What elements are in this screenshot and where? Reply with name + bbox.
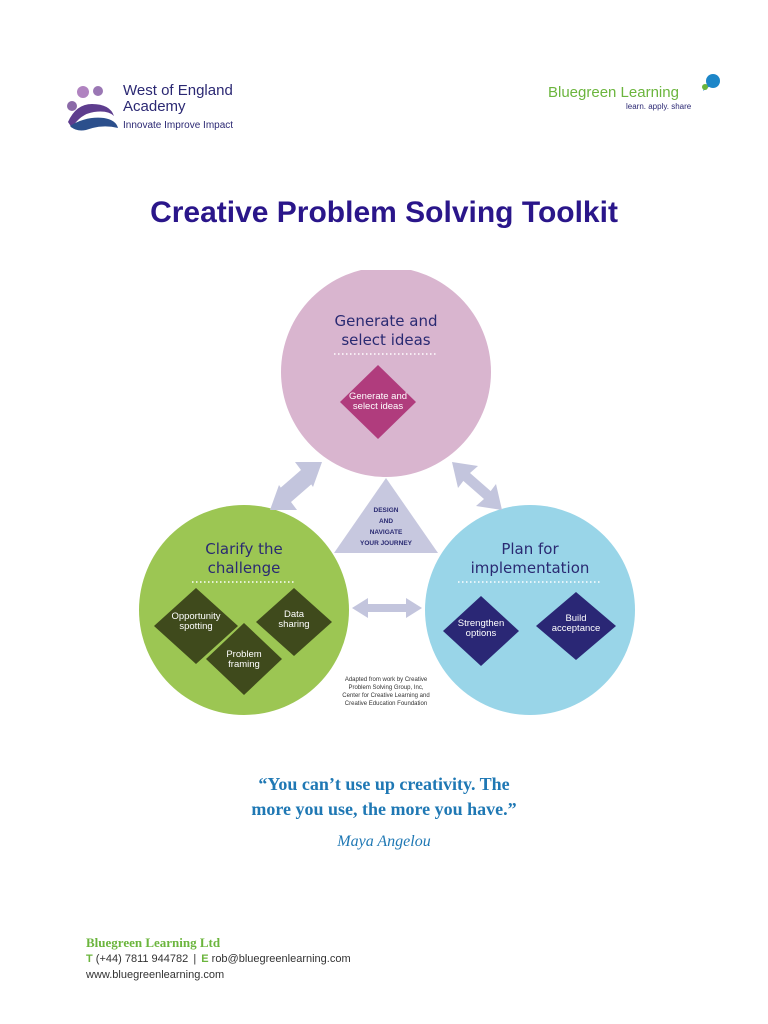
email-link[interactable]: rob@bluegreenlearning.com	[211, 953, 351, 965]
contact-separator: |	[193, 953, 197, 965]
academy-tagline: Innovate Improve Impact	[123, 120, 234, 131]
build-acceptance-label: Build acceptance	[538, 614, 614, 634]
email-key: E	[201, 953, 209, 965]
problem-framing-diamond	[206, 623, 282, 695]
arrow-right-diagonal	[452, 462, 502, 510]
attribution-line1: Adapted from work by Creative	[344, 677, 428, 683]
triangle-line3: NAVIGATE	[369, 529, 403, 536]
academy-name: West of England Academy Innovate Improve…	[123, 83, 233, 133]
quote-line2: more you use, the more you have.”	[251, 799, 517, 819]
data-sharing-line2: sharing	[278, 619, 310, 630]
data-sharing-line1: Data	[283, 609, 305, 620]
problem-framing-line1: Problem	[226, 649, 262, 660]
cps-diagram: Generate and select ideas Clarify the ch…	[0, 270, 768, 720]
clarify-title: Clarify the challenge	[164, 540, 324, 578]
problem-framing-label: Problem framing	[208, 650, 280, 670]
academy-name-line2: Academy	[123, 98, 186, 115]
plan-title-line1: Plan for	[501, 540, 559, 558]
footer: Bluegreen Learning Ltd T (+44) 7811 9447…	[86, 935, 351, 983]
opportunity-line2: spotting	[179, 621, 213, 632]
build-acceptance-diamond	[536, 592, 616, 660]
opportunity-diamond	[154, 588, 238, 664]
triangle-line2: AND	[378, 518, 394, 525]
attribution-line4: Creative Education Foundation	[344, 701, 428, 707]
bluegreen-logo: Bluegreen Learning learn. apply. share	[548, 84, 691, 112]
footer-company: Bluegreen Learning Ltd	[86, 935, 221, 950]
strengthen-label: Strengthen options	[445, 619, 517, 639]
generate-diamond	[340, 365, 416, 439]
quote-author: Maya Angelou	[337, 833, 431, 850]
page-title: Creative Problem Solving Toolkit	[150, 196, 618, 229]
build-acceptance-line1: Build	[565, 613, 587, 624]
quote: “You can’t use up creativity. The more y…	[0, 772, 768, 822]
academy-name-line1: West of England	[123, 82, 233, 99]
generate-diamond-line2: select ideas	[352, 401, 404, 412]
data-sharing-diamond	[256, 588, 332, 656]
data-sharing-label: Data sharing	[258, 610, 330, 630]
quote-line1: “You can’t use up creativity. The	[258, 774, 510, 794]
build-acceptance-line2: acceptance	[551, 623, 601, 634]
arrow-left-diagonal	[270, 462, 322, 510]
strengthen-diamond	[443, 596, 519, 666]
strengthen-line2: options	[465, 628, 497, 639]
generate-diamond-line1: Generate and	[348, 391, 408, 402]
center-triangle	[334, 478, 438, 553]
diagram-shapes	[139, 270, 635, 715]
generate-diamond-label: Generate and select ideas	[338, 392, 418, 412]
speech-bubble-icon	[700, 72, 722, 94]
triangle-line4: YOUR JOURNEY	[359, 540, 412, 547]
bluegreen-tagline: learn. apply. share	[626, 102, 692, 111]
clarify-title-line1: Clarify the	[205, 540, 283, 558]
phone-key: T	[86, 953, 93, 965]
attribution-line2: Problem Solving Group, Inc,	[348, 685, 424, 691]
footer-contact: T (+44) 7811 944782 | E rob@bluegreenlea…	[86, 951, 351, 967]
triangle-line1: DESIGN	[373, 507, 399, 514]
plan-circle	[425, 505, 635, 715]
problem-framing-line2: framing	[228, 659, 260, 670]
generate-title-line2: select ideas	[341, 331, 431, 349]
academy-logo	[62, 80, 120, 134]
plan-title: Plan for implementation	[440, 540, 620, 578]
attribution-line3: Center for Creative Learning and	[342, 693, 430, 699]
phone-number: (+44) 7811 944782	[95, 953, 189, 965]
generate-title: Generate and select ideas	[306, 312, 466, 350]
arrow-horizontal	[352, 598, 422, 618]
clarify-circle	[139, 505, 349, 715]
website-link[interactable]: www.bluegreenlearning.com	[86, 969, 225, 981]
triangle-label: DESIGN AND NAVIGATE YOUR JOURNEY	[346, 505, 426, 549]
opportunity-line1: Opportunity	[171, 611, 221, 622]
generate-title-line1: Generate and	[334, 312, 438, 330]
bluegreen-name: Bluegreen Learning	[548, 84, 679, 101]
attribution: Adapted from work by Creative Problem So…	[326, 676, 446, 708]
plan-title-line2: implementation	[470, 559, 590, 577]
strengthen-line1: Strengthen	[457, 618, 505, 629]
academy-logo-icon	[67, 86, 118, 131]
clarify-title-line2: challenge	[207, 559, 281, 577]
opportunity-label: Opportunity spotting	[156, 612, 236, 632]
